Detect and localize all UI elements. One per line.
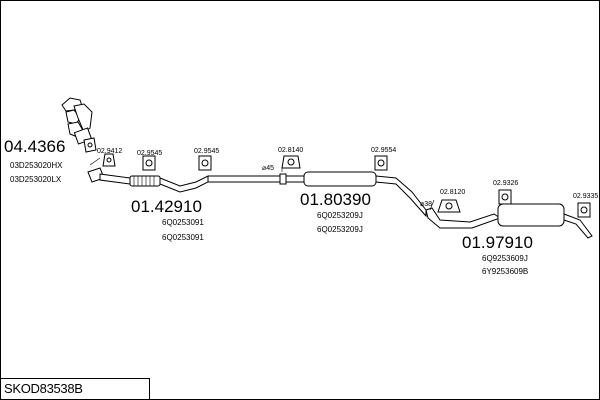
hanger-icon[interactable] <box>498 189 512 205</box>
part-number: 01.97910 <box>462 233 533 252</box>
reference-number: 6Q9253609J <box>482 254 528 263</box>
hanger-icon[interactable] <box>577 202 591 218</box>
reference-number: 6Q0253209J <box>317 211 363 220</box>
hanger-icon[interactable] <box>142 155 156 171</box>
footer-code-box: SKOD83538B <box>0 378 150 399</box>
hanger-icon[interactable] <box>198 155 212 171</box>
clamp-icon[interactable] <box>102 153 116 167</box>
hanger-icon[interactable] <box>281 155 301 169</box>
fitting-number: 02.9554 <box>371 147 396 154</box>
diameter-label: ⌀38 <box>420 201 432 208</box>
reference-number: 6Q0253209J <box>317 225 363 234</box>
manifold-drawing[interactable] <box>61 97 97 153</box>
reference-number: 03D253020LX <box>10 175 62 184</box>
reference-number: 03D253020HX <box>10 161 63 170</box>
part-number: 01.42910 <box>131 197 202 216</box>
fitting-icons <box>102 153 591 218</box>
clamp-icon[interactable] <box>437 199 461 213</box>
middle-silencer-drawing[interactable] <box>285 171 427 218</box>
fitting-number: 02.8140 <box>278 147 303 154</box>
reference-number: 6Y9253609B <box>482 267 528 276</box>
fitting-number: 02.9545 <box>194 148 219 155</box>
reference-number: 6Q0253091 <box>162 233 204 242</box>
part-number: 01.80390 <box>300 190 371 209</box>
leader-lines <box>89 157 435 211</box>
fitting-number: 02.8120 <box>440 189 465 196</box>
fitting-number: 02.9326 <box>493 180 518 187</box>
diameter-label: ⌀45 <box>262 165 274 172</box>
reference-number: 6Q0253091 <box>162 218 204 227</box>
front-pipe-drawing[interactable] <box>87 167 287 193</box>
footer-code: SKOD83538B <box>4 381 83 396</box>
fitting-number: 02.9335 <box>573 193 598 200</box>
hanger-icon[interactable] <box>374 155 388 171</box>
fitting-number: 02.9545 <box>137 150 162 157</box>
rear-silencer-drawing[interactable] <box>425 203 593 239</box>
part-number: 04.4366 <box>4 137 65 156</box>
fitting-number: 02.9412 <box>97 148 122 155</box>
